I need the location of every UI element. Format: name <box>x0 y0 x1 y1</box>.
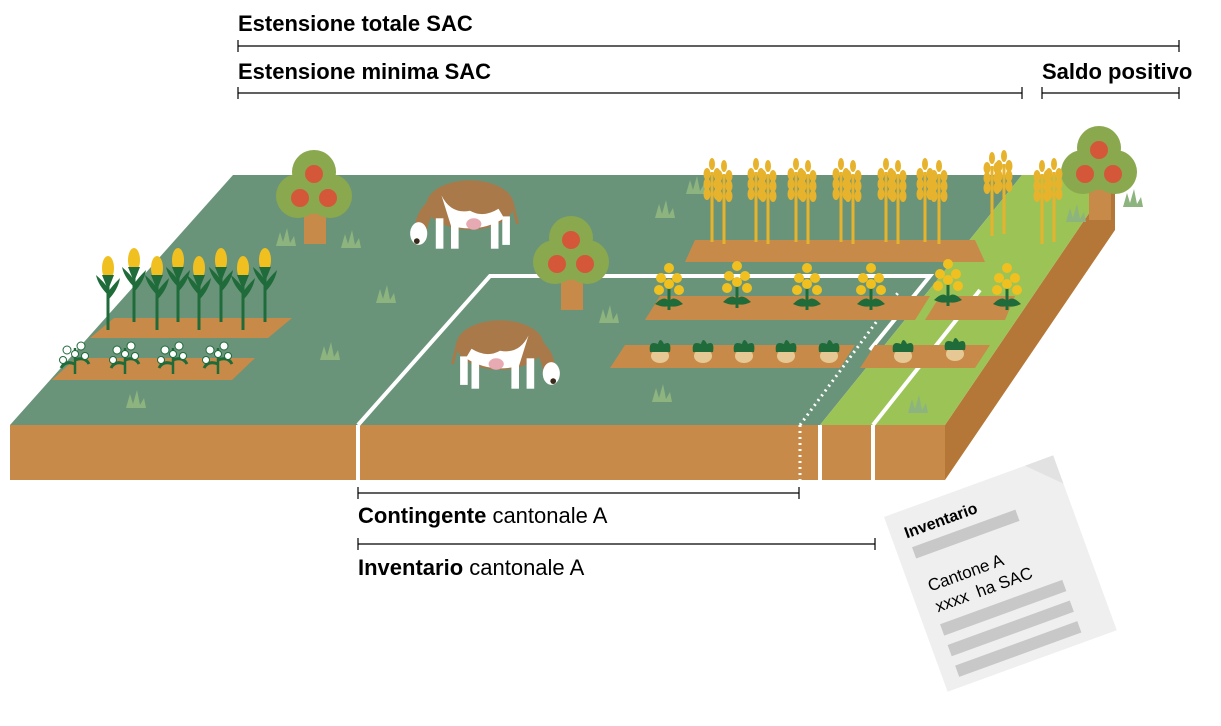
label-positive-balance: Saldo positivo <box>1042 59 1193 84</box>
inventory-document: Inventario Cantone A xxxx ha SAC <box>884 455 1117 692</box>
label-inventory: Inventario cantonale A <box>358 557 584 579</box>
label-contingent-bold: Contingente <box>358 503 487 528</box>
label-contingent: Contingente cantonale A <box>358 505 607 527</box>
dimension-line-minimum <box>237 87 1023 99</box>
label-total-extent: Estensione totale SAC <box>238 11 473 36</box>
dimension-line-positive-balance <box>1041 87 1180 99</box>
label-inventory-bold: Inventario <box>358 555 464 580</box>
label-minimum-extent: Estensione minima SAC <box>238 59 492 84</box>
dimension-line-total <box>237 40 1180 52</box>
label-inventory-rest: cantonale A <box>463 555 585 580</box>
boundary-dotted <box>798 289 902 480</box>
label-contingent-rest: cantonale A <box>486 503 608 528</box>
dimension-line-inventory <box>357 538 876 550</box>
dimension-line-contingent <box>357 487 800 499</box>
